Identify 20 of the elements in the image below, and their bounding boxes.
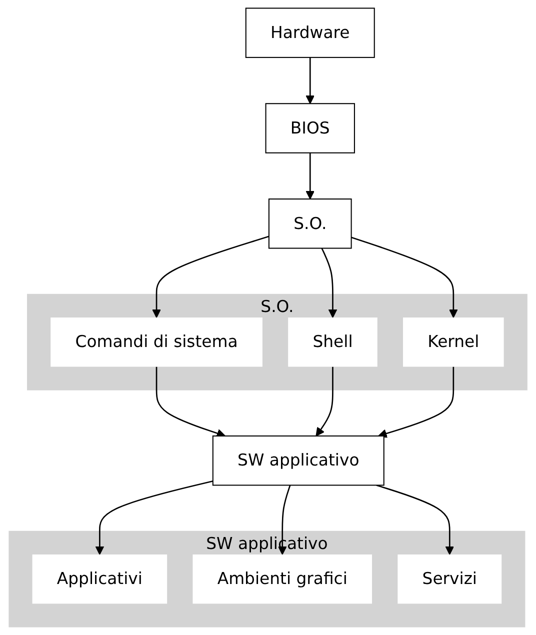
arrow (152, 236, 270, 318)
node-box: Servizi (398, 554, 502, 604)
arrow (316, 366, 334, 436)
node-box: SW applicativo (212, 435, 384, 486)
node-box: Ambienti grafici (192, 554, 372, 604)
node-box: Applicativi (32, 554, 168, 604)
arrow (306, 57, 315, 104)
arrow (278, 485, 291, 555)
arrow (321, 248, 338, 318)
node-box: Hardware (245, 8, 375, 58)
arrow (376, 484, 454, 555)
node-box: BIOS (265, 103, 355, 154)
node-box: Comandi di sistema (50, 318, 262, 367)
node-box: S.O. (268, 198, 352, 249)
arrow (351, 236, 458, 318)
arrow (95, 480, 213, 555)
node-box: Kernel (402, 318, 504, 367)
arrow (306, 152, 315, 200)
arrow (378, 366, 454, 438)
node-box: Shell (288, 318, 378, 367)
